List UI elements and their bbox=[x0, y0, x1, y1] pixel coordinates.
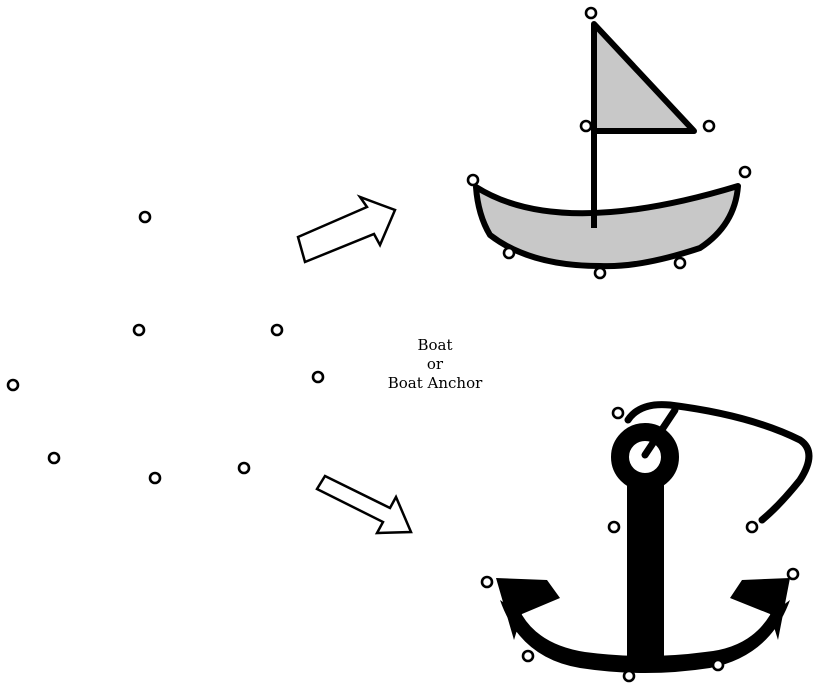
arrow-to-boat-icon bbox=[296, 194, 397, 264]
point bbox=[6, 378, 20, 392]
point bbox=[584, 6, 598, 20]
anchor-shank bbox=[627, 480, 664, 660]
point bbox=[138, 210, 152, 224]
anchor-fluke-left bbox=[496, 578, 560, 640]
caption-line-boat-anchor: Boat Anchor bbox=[387, 374, 483, 392]
point bbox=[673, 256, 687, 270]
anchor-fluke-right bbox=[730, 578, 790, 640]
anchor-arms bbox=[500, 600, 790, 673]
point bbox=[579, 119, 593, 133]
boat-hull bbox=[473, 183, 741, 270]
anchor-points bbox=[480, 406, 800, 683]
caption-line-boat: Boat bbox=[417, 336, 453, 354]
point bbox=[480, 575, 494, 589]
point bbox=[311, 370, 325, 384]
point bbox=[270, 323, 284, 337]
point bbox=[745, 520, 759, 534]
anchor-rope bbox=[624, 401, 813, 524]
point bbox=[593, 266, 607, 280]
arrow-to-anchor-icon bbox=[315, 474, 413, 535]
point bbox=[47, 451, 61, 465]
point bbox=[786, 567, 800, 581]
point bbox=[738, 165, 752, 179]
caption-line-or: or bbox=[426, 355, 444, 373]
point bbox=[622, 669, 636, 683]
point bbox=[237, 461, 251, 475]
point bbox=[521, 649, 535, 663]
caption: Boat or Boat Anchor bbox=[355, 336, 515, 393]
scattered-points bbox=[6, 210, 325, 485]
point bbox=[711, 658, 725, 672]
point bbox=[148, 471, 162, 485]
boat-sail bbox=[591, 21, 697, 134]
point bbox=[132, 323, 146, 337]
sailboat-icon bbox=[473, 21, 741, 270]
point bbox=[466, 173, 480, 187]
point bbox=[702, 119, 716, 133]
anchor-icon bbox=[496, 401, 813, 673]
point bbox=[502, 246, 516, 260]
boat-points bbox=[466, 6, 752, 280]
point bbox=[611, 406, 625, 420]
point bbox=[607, 520, 621, 534]
